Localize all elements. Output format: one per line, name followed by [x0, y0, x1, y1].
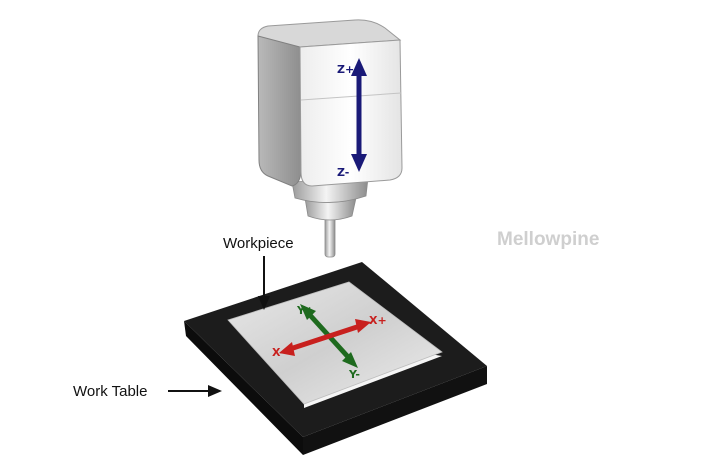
x-minus-arrowhead: [279, 342, 295, 356]
work-table-front: [184, 321, 303, 455]
work-table-label: Work Table: [73, 383, 147, 400]
spindle: [257, 19, 403, 258]
work-table-side: [303, 366, 487, 455]
x-plus-label: X+: [369, 314, 387, 327]
z-minus-label: Z-: [337, 166, 349, 179]
work-table-pointer: [168, 385, 222, 397]
x-axis-arrow: [279, 319, 371, 356]
mellowpine-watermark: Mellowpine: [497, 229, 599, 250]
x-plus-arrowhead: [355, 319, 371, 333]
z-plus-label: Z+: [337, 63, 354, 76]
z-plus-arrowhead: [351, 58, 367, 76]
x-minus-label: X-: [272, 346, 284, 359]
workpiece-pointer: [258, 256, 270, 310]
x-axis-line: [289, 323, 361, 352]
y-minus-label: Y-: [348, 368, 360, 381]
z-axis-arrow: [351, 58, 367, 172]
y-minus-arrowhead: [342, 352, 358, 368]
y-plus-arrowhead: [300, 304, 316, 320]
z-minus-arrowhead: [351, 154, 367, 172]
spindle-seam: [300, 92, 402, 101]
spindle-side: [257, 35, 302, 187]
collet-nut: [304, 197, 357, 221]
workpiece-label: Workpiece: [223, 235, 294, 252]
tool-bit: [324, 214, 336, 258]
spindle-front: [299, 39, 403, 187]
y-plus-label: Y+: [296, 304, 314, 317]
